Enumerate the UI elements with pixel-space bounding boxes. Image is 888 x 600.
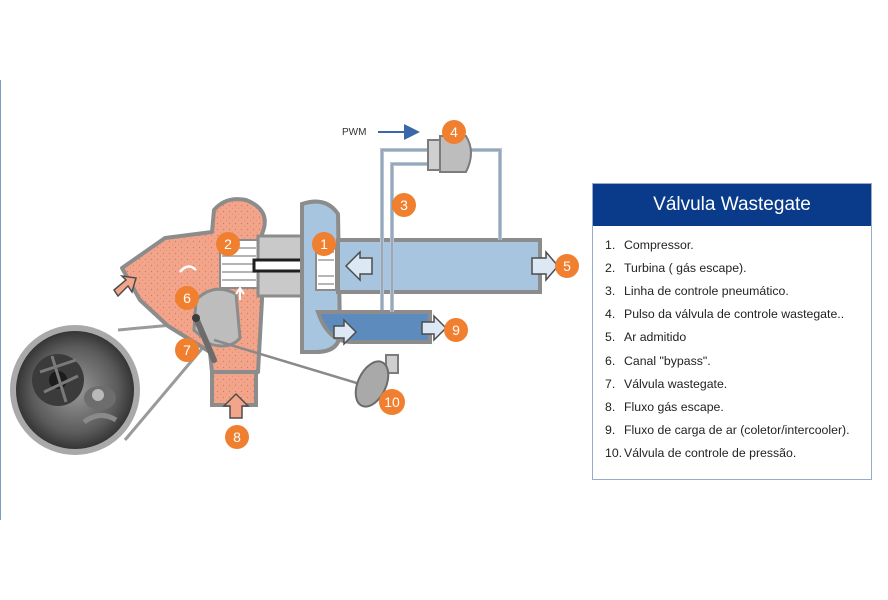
legend-item: 8.Fluxo gás escape.: [605, 399, 724, 414]
left-rule: [0, 80, 1, 520]
legend-item: 7.Válvula wastegate.: [605, 376, 728, 391]
pwm-label: PWM: [342, 127, 366, 138]
badge-5: 5: [555, 254, 579, 278]
part-badges: 1 2 3 4 5 6 7 8 9 10: [175, 120, 579, 449]
legend-panel: Válvula Wastegate 1.Compressor. 2.Turbin…: [592, 183, 872, 480]
badge-7: 7: [175, 338, 199, 362]
charge-out-arrow: [421, 314, 448, 342]
bypass-channel: [192, 287, 242, 348]
legend-item: 6.Canal "bypass".: [605, 353, 711, 368]
legend-item: 3.Linha de controle pneumático.: [605, 283, 789, 298]
svg-text:1: 1: [320, 236, 328, 252]
legend-item: 1.Compressor.: [605, 237, 694, 252]
svg-text:9: 9: [452, 322, 460, 338]
svg-text:2: 2: [224, 236, 232, 252]
svg-text:5: 5: [563, 258, 571, 274]
intake-air-pipe: [336, 238, 542, 294]
legend-item: 9.Fluxo de carga de ar (coletor/intercoo…: [605, 423, 850, 438]
legend-item: 4.Pulso da válvula de controle wastegate…: [605, 307, 845, 322]
badge-3: 3: [392, 193, 416, 217]
charge-inner-arrow: [333, 318, 358, 346]
badge-2: 2: [216, 232, 240, 256]
actuator-rod: [213, 338, 361, 386]
intake-inner-arrow: [344, 250, 373, 282]
legend-item: 10.Válvula de controle de pressão.: [605, 446, 797, 461]
flow-arrows: [113, 249, 559, 419]
intake-arrow: [531, 249, 559, 283]
badge-4: 4: [442, 120, 466, 144]
legend-item: 5.Ar admitido: [605, 330, 687, 345]
svg-text:4: 4: [450, 124, 458, 140]
turbine-up-arrow: [235, 286, 245, 300]
svg-text:6: 6: [183, 290, 191, 306]
exhaust-in-arrow: [222, 392, 250, 419]
badge-10: 10: [379, 389, 405, 415]
svg-text:7: 7: [183, 342, 191, 358]
pressure-control-valve: [354, 354, 399, 408]
exhaust-out-arrow: [113, 274, 137, 298]
badge-8: 8: [225, 425, 249, 449]
badge-6: 6: [175, 286, 199, 310]
wastegate-control-valve: [427, 135, 472, 173]
legend-title: Válvula Wastegate: [593, 184, 871, 226]
badge-9: 9: [444, 318, 468, 342]
legend-list: 1.Compressor. 2.Turbina ( gás escape). 3…: [593, 226, 871, 465]
svg-text:8: 8: [233, 429, 241, 445]
legend-item: 2.Turbina ( gás escape).: [605, 260, 747, 275]
wastegate-flap: [193, 315, 217, 363]
bypass-curve-arrow: [179, 265, 197, 273]
badge-1: 1: [312, 232, 336, 256]
svg-text:10: 10: [384, 394, 400, 410]
svg-text:3: 3: [400, 197, 408, 213]
wastegate-photo-inset: [10, 325, 140, 455]
